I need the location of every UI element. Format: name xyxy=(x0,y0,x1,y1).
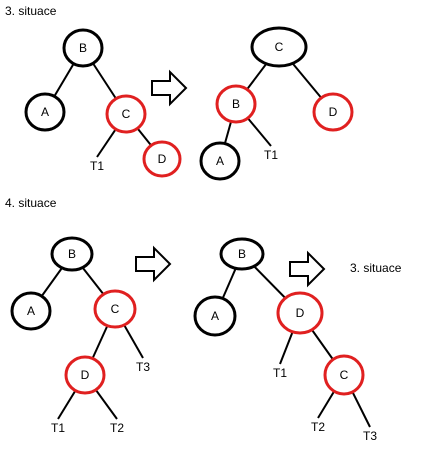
node-circle xyxy=(10,291,52,331)
tree-node-s4a-C: C xyxy=(93,289,137,329)
tree-node-s3b-A: A xyxy=(199,141,241,181)
subtree-label-s4a-T2: T2 xyxy=(110,421,124,435)
tree-node-s3b-D: D xyxy=(312,92,354,132)
node-circle xyxy=(199,141,241,181)
tree-node-s4b-C: C xyxy=(323,354,365,396)
node-label: B xyxy=(232,97,240,111)
right-arrow-icon xyxy=(289,250,326,288)
tree-node-s3a-C: C xyxy=(105,94,147,134)
node-circle xyxy=(50,236,94,272)
node-circle xyxy=(193,295,237,337)
node-label: D xyxy=(158,152,167,166)
node-circle xyxy=(312,92,354,132)
tree-node-s4b-B: B xyxy=(219,237,265,271)
subtree-label-s4a-T3: T3 xyxy=(136,360,150,374)
tree-node-s3a-B: B xyxy=(62,28,104,68)
section-heading-3: 3. situace xyxy=(5,4,57,18)
node-label: C xyxy=(122,107,131,121)
right-arrow-icon xyxy=(135,245,172,283)
node-label: B xyxy=(68,247,76,261)
node-label: A xyxy=(216,154,224,168)
tree-node-s4a-D: D xyxy=(64,355,106,395)
subtree-label-s4b-T1: T1 xyxy=(273,366,287,380)
arrow-caption: 3. situace xyxy=(350,261,402,275)
tree-node-s4a-B: B xyxy=(50,236,94,272)
node-circle xyxy=(215,84,257,124)
node-circle xyxy=(142,140,182,178)
tree-node-s3a-D: D xyxy=(142,140,182,178)
node-label: A xyxy=(41,105,49,119)
subtree-label-s3b-T1: T1 xyxy=(264,148,278,162)
node-label: C xyxy=(275,40,284,54)
node-label: D xyxy=(329,105,338,119)
node-circle xyxy=(250,26,308,68)
tree-node-s3b-B: B xyxy=(215,84,257,124)
node-label: B xyxy=(238,247,246,261)
transform-arrows xyxy=(135,69,326,288)
node-label: C xyxy=(340,368,349,382)
node-label: D xyxy=(81,368,90,382)
right-arrow-icon xyxy=(151,69,188,107)
node-circle xyxy=(24,92,66,132)
node-label: D xyxy=(296,306,305,320)
tree-node-s4b-A: A xyxy=(193,295,237,337)
node-circle xyxy=(62,28,104,68)
section-heading-4: 4. situace xyxy=(5,196,57,210)
node-circle xyxy=(276,291,324,335)
subtree-label-s3a-T1: T1 xyxy=(90,159,104,173)
subtree-label-s4b-T3: T3 xyxy=(363,429,377,443)
node-circle xyxy=(219,237,265,271)
node-label: B xyxy=(79,41,87,55)
subtree-label-s4a-T1: T1 xyxy=(51,421,65,435)
subtree-label-s4b-T2: T2 xyxy=(311,420,325,434)
node-circle xyxy=(105,94,147,134)
node-circle xyxy=(323,354,365,396)
tree-nodes: B A C D C B D A B A C D B A D C xyxy=(10,26,365,396)
node-circle xyxy=(64,355,106,395)
tree-node-s4a-A: A xyxy=(10,291,52,331)
tree-node-s3b-C: C xyxy=(250,26,308,68)
node-label: A xyxy=(27,304,35,318)
node-label: C xyxy=(111,302,120,316)
node-circle xyxy=(93,289,137,329)
tree-node-s4b-D: D xyxy=(276,291,324,335)
tree-node-s3a-A: A xyxy=(24,92,66,132)
node-label: A xyxy=(211,309,219,323)
